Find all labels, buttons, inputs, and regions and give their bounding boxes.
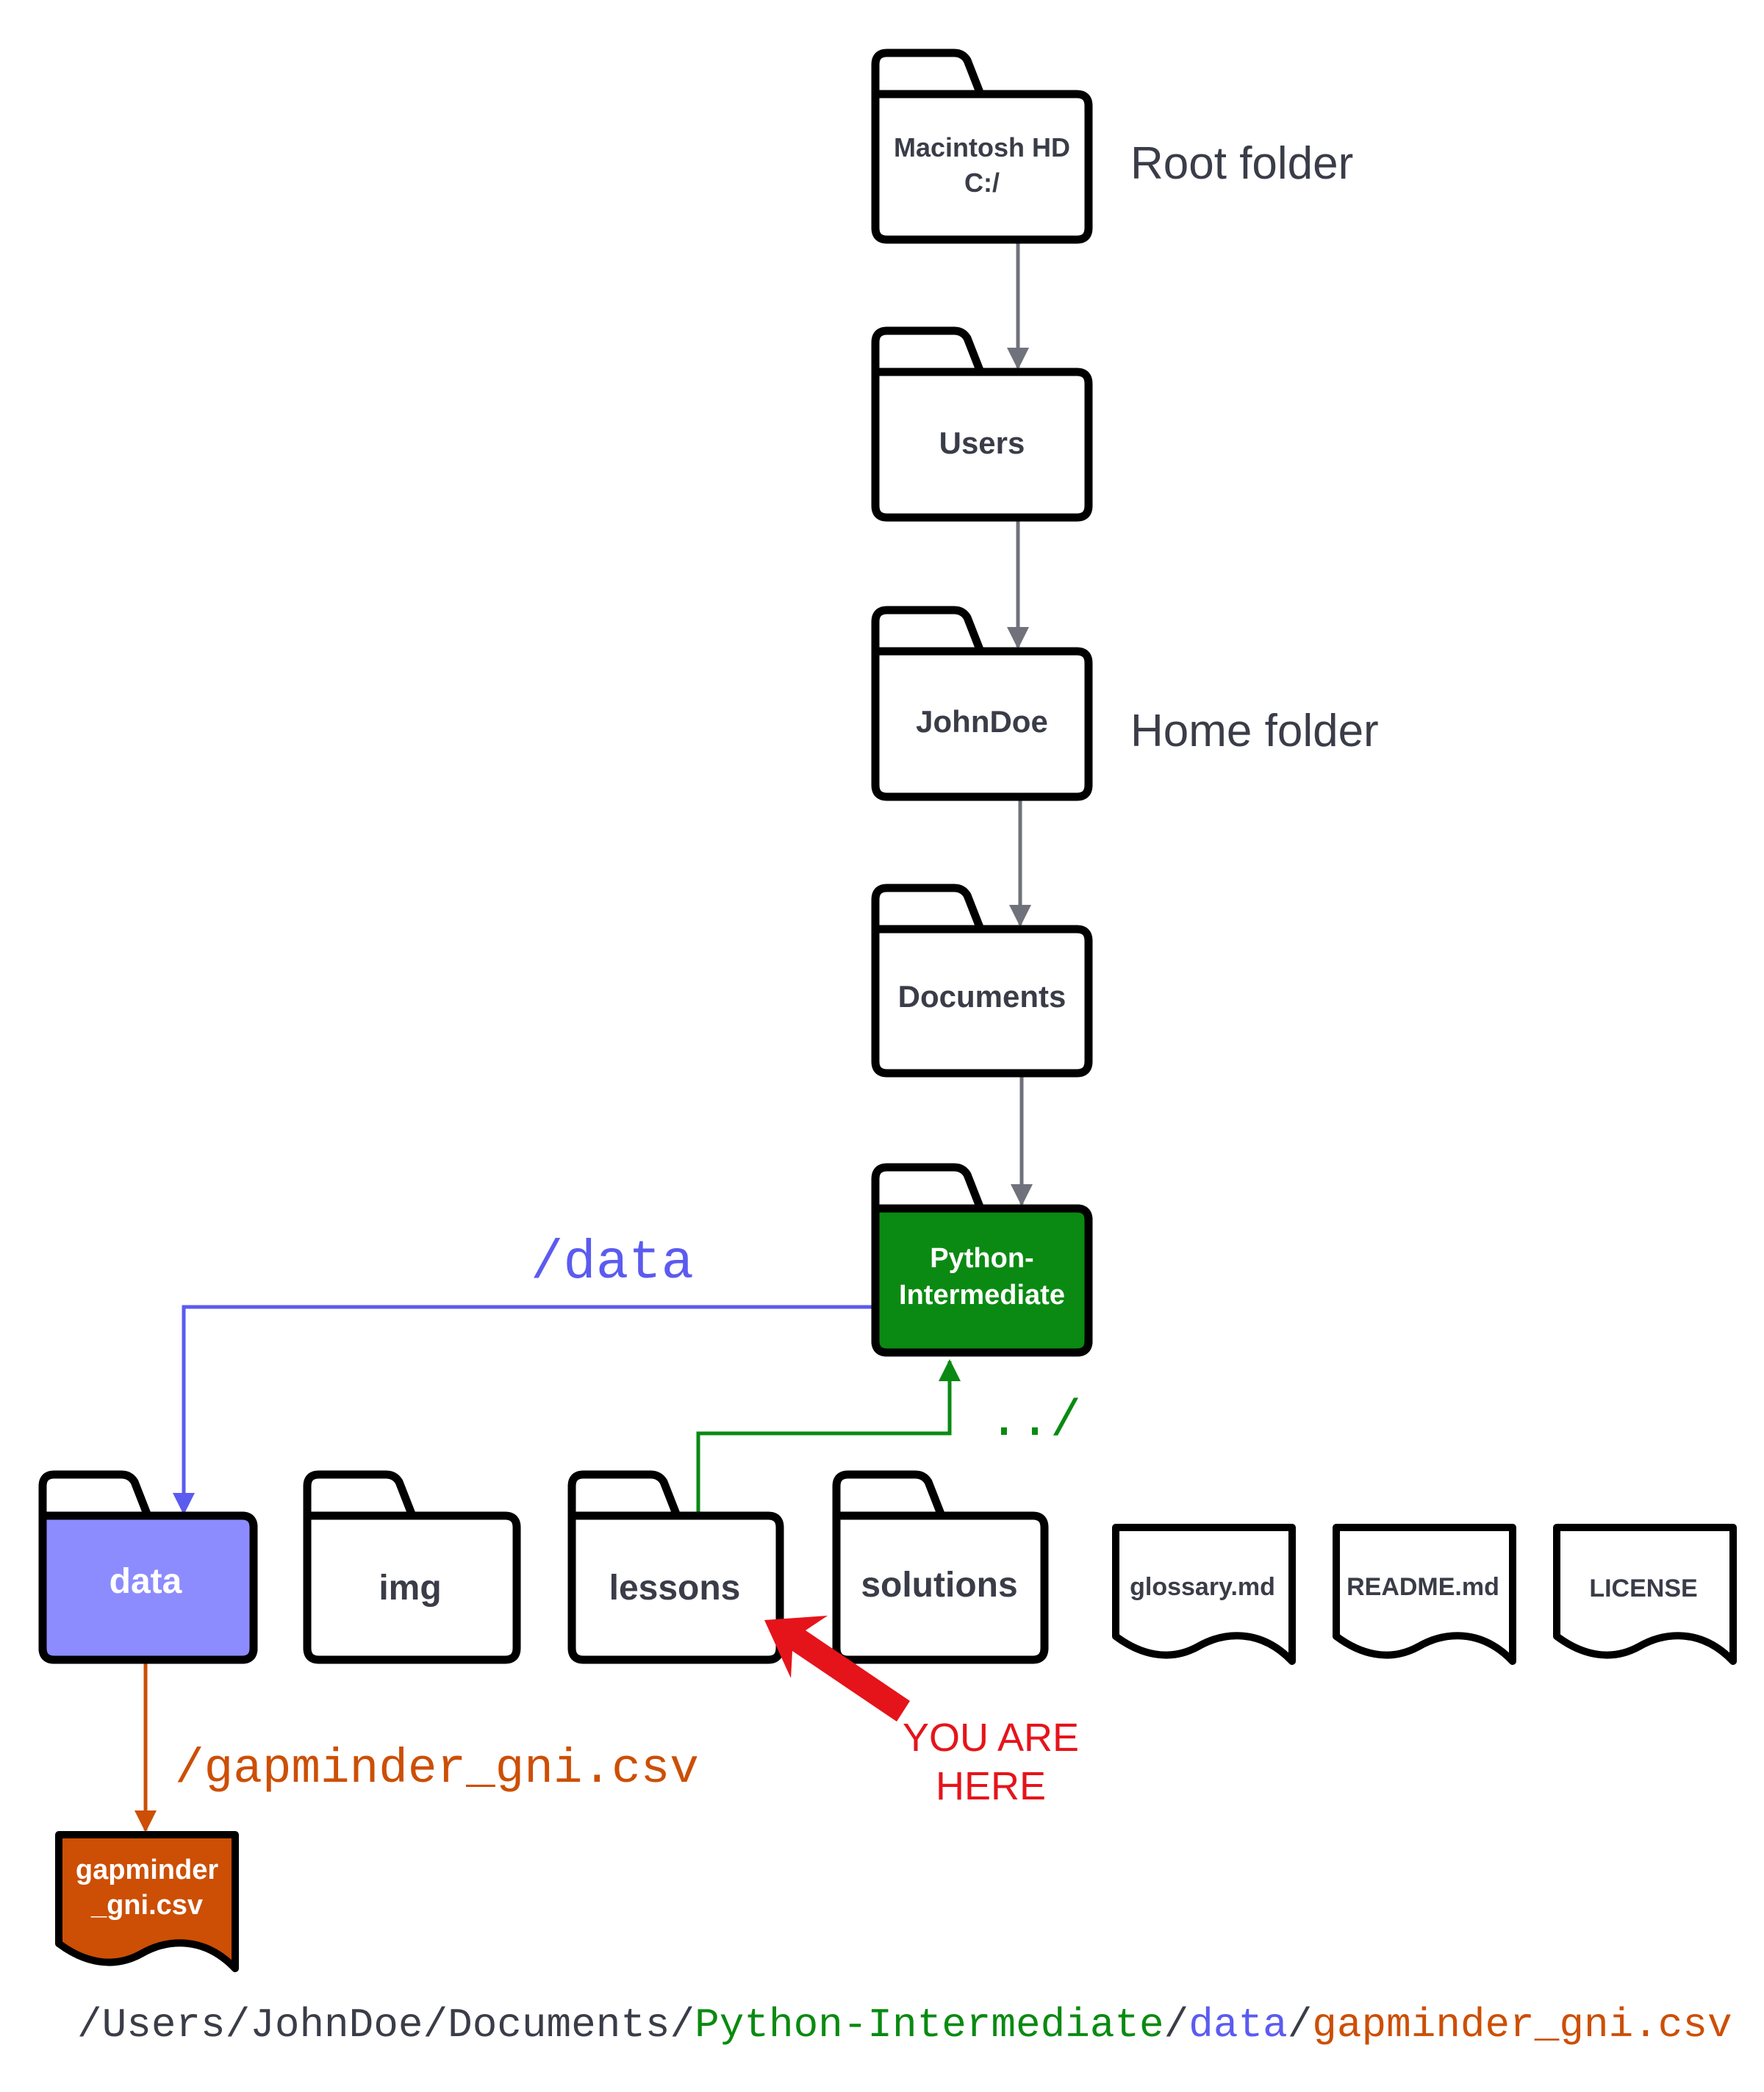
folder-data-label: data bbox=[110, 1562, 182, 1601]
folder-root-line1: Macintosh HD bbox=[894, 132, 1070, 162]
file-license[interactable]: LICENSE bbox=[1553, 1524, 1737, 1665]
folder-data[interactable]: data bbox=[38, 1470, 258, 1664]
you-are-here-line2: HERE bbox=[936, 1764, 1046, 1808]
file-readme[interactable]: README.md bbox=[1333, 1524, 1516, 1665]
data-path-arrow bbox=[173, 1305, 875, 1515]
folder-johndoe-label: JohnDoe bbox=[916, 704, 1048, 739]
folder-icon bbox=[871, 606, 1093, 801]
file-glossary-label: glossary.md bbox=[1130, 1573, 1275, 1601]
folder-python-intermediate[interactable]: Python- Intermediate bbox=[871, 1163, 1093, 1357]
full-path-sep1: / bbox=[1164, 2002, 1189, 2049]
file-path-label: /gapminder_gni.csv bbox=[175, 1741, 699, 1797]
full-path-sep2: / bbox=[1288, 2002, 1313, 2049]
home-folder-label: Home folder bbox=[1130, 706, 1379, 756]
file-gapminder-line1: gapminder bbox=[76, 1855, 218, 1885]
file-icon bbox=[1333, 1524, 1516, 1665]
folder-users-label: Users bbox=[939, 426, 1025, 460]
folder-icon bbox=[303, 1470, 521, 1664]
pointer-arrow-icon bbox=[764, 1616, 910, 1722]
full-path: /Users/JohnDoe/Documents/Python-Intermed… bbox=[77, 2002, 1732, 2049]
folder-icon bbox=[871, 326, 1093, 522]
file-icon bbox=[1553, 1524, 1737, 1665]
file-glossary[interactable]: glossary.md bbox=[1112, 1524, 1296, 1665]
folder-lessons[interactable]: lessons bbox=[567, 1470, 784, 1664]
folder-python-line1: Python- bbox=[930, 1243, 1033, 1274]
folder-lessons-label: lessons bbox=[609, 1569, 741, 1608]
file-readme-label: README.md bbox=[1347, 1573, 1499, 1601]
you-are-here-line1: YOU ARE bbox=[903, 1716, 1079, 1760]
folder-python-line2: Intermediate bbox=[899, 1280, 1065, 1311]
folder-solutions[interactable]: solutions bbox=[832, 1470, 1049, 1664]
folder-img-label: img bbox=[379, 1569, 441, 1608]
file-icon bbox=[1112, 1524, 1296, 1665]
folder-icon bbox=[871, 49, 1093, 244]
folder-documents[interactable]: Documents bbox=[871, 884, 1093, 1078]
folder-root-line2: C:/ bbox=[964, 168, 1000, 198]
full-path-purple: data bbox=[1188, 2002, 1287, 2049]
full-path-green: Python-Intermediate bbox=[695, 2002, 1164, 2049]
file-license-label: LICENSE bbox=[1589, 1575, 1697, 1602]
root-folder-label: Root folder bbox=[1130, 138, 1353, 189]
full-path-orange: gapminder_gni.csv bbox=[1312, 2002, 1732, 2049]
connectors bbox=[135, 241, 1033, 1833]
file-gapminder[interactable]: gapminder _gni.csv bbox=[55, 1831, 239, 1972]
parent-path-arrow bbox=[696, 1359, 961, 1514]
parent-path-label: ../ bbox=[989, 1393, 1081, 1451]
folder-johndoe[interactable]: JohnDoe bbox=[871, 606, 1093, 801]
file-gapminder-line2: _gni.csv bbox=[90, 1890, 203, 1921]
folder-users[interactable]: Users bbox=[871, 326, 1093, 522]
folder-root[interactable]: Macintosh HD C:/ bbox=[871, 49, 1093, 244]
folder-icon bbox=[871, 884, 1093, 1078]
folder-img[interactable]: img bbox=[303, 1470, 521, 1664]
data-path-label: /data bbox=[531, 1233, 694, 1294]
folder-icon bbox=[567, 1470, 784, 1664]
file-icon bbox=[55, 1831, 239, 1972]
you-are-here-marker: YOU ARE HERE bbox=[764, 1616, 1079, 1808]
folder-documents-label: Documents bbox=[898, 979, 1066, 1014]
full-path-gray: /Users/JohnDoe/Documents/ bbox=[77, 2002, 695, 2049]
folder-solutions-label: solutions bbox=[861, 1566, 1017, 1605]
